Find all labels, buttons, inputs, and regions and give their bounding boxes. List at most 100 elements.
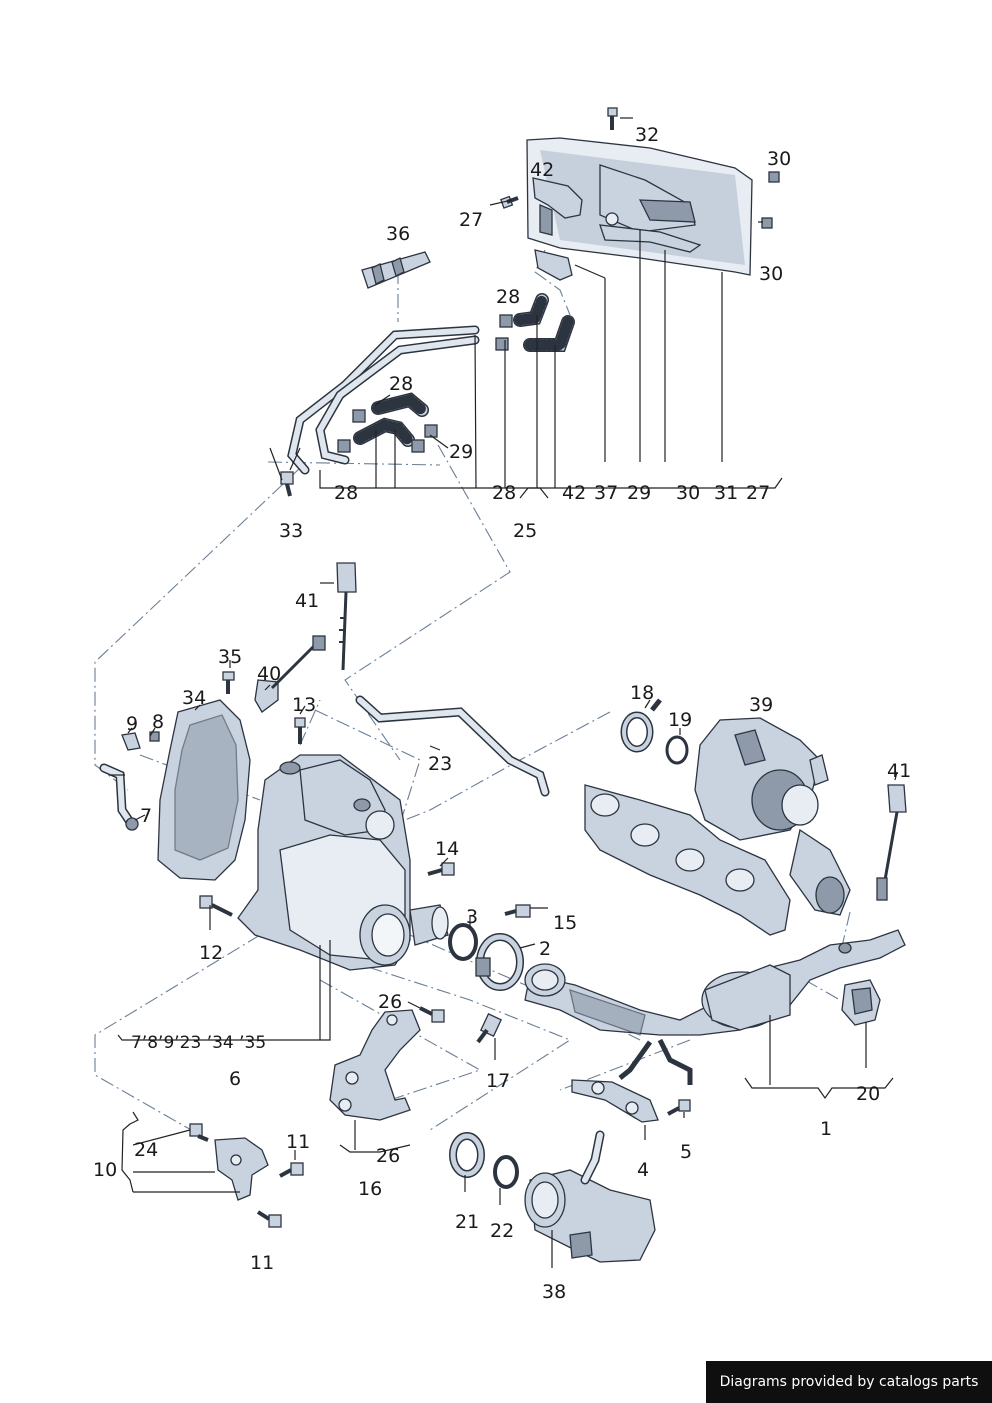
callout-22: 22 [490, 1220, 514, 1242]
callout-42: 42 [562, 482, 586, 504]
callout-34: 34 [182, 687, 206, 709]
callout-27: 27 [459, 209, 483, 231]
heat-shield-34 [157, 699, 251, 881]
bolt-8 [149, 731, 160, 742]
callout-5: 5 [680, 1141, 692, 1163]
callout-1: 1 [820, 1118, 832, 1140]
callout-41: 41 [887, 760, 911, 782]
callout-21: 21 [455, 1211, 479, 1233]
callout-14: 14 [435, 838, 459, 860]
callout-6: 6 [229, 1068, 241, 1090]
flange-opening [431, 906, 449, 940]
bolt-12 [199, 895, 233, 917]
clamp-18 [620, 698, 662, 753]
sensor-40 [254, 635, 326, 713]
callout-28: 28 [496, 286, 520, 308]
bolt-15 [504, 904, 531, 918]
pipe-assembly-25 [287, 325, 480, 475]
callout-31: 31 [714, 482, 738, 504]
heat-shield-panel [526, 137, 753, 276]
callout-37: 37 [594, 482, 618, 504]
gasket-4 [571, 1079, 659, 1123]
gasket-3 [448, 923, 478, 961]
bolt-11-upper [279, 1162, 304, 1178]
bolt-33 [280, 471, 294, 497]
callout-16: 16 [358, 1178, 382, 1200]
egr-valve-38 [524, 1130, 656, 1263]
bolt-11-lower [256, 1210, 282, 1228]
bolt-35 [222, 671, 235, 694]
callout-35: 35 [218, 646, 242, 668]
turbocharger-manifold [584, 717, 851, 936]
callout-11: 11 [286, 1131, 310, 1153]
lambda-probe-41-right [876, 784, 907, 901]
callout-19: 19 [668, 709, 692, 731]
bracket-37 [534, 249, 573, 281]
vacuum-hoses [353, 293, 575, 447]
callout-23: 23 [428, 753, 452, 775]
callout-7: 7 [140, 805, 152, 827]
holder-36 [361, 251, 431, 289]
bolt-14 [427, 862, 455, 876]
callout-12: 12 [199, 942, 223, 964]
clamp-21-inner [450, 1133, 484, 1177]
nut-30-top [768, 171, 780, 183]
callout-labels: 32 30 42 27 30 36 28 28 29 28 28 42 37 2… [93, 124, 911, 1303]
callout-30: 30 [759, 263, 783, 285]
callout-38: 38 [542, 1281, 566, 1303]
callout-4: 4 [637, 1159, 649, 1181]
callout-29: 29 [627, 482, 651, 504]
bracket-10 [214, 1137, 269, 1201]
callout-30: 30 [767, 148, 791, 170]
lambda-probe-41-left [336, 562, 357, 671]
callout-42: 42 [530, 159, 554, 181]
pressure-sender [532, 177, 583, 236]
bracket-16 [329, 1009, 421, 1121]
clamp-2-screw [475, 957, 491, 977]
callout-28: 28 [389, 373, 413, 395]
callout-2: 2 [539, 938, 551, 960]
callout-18: 18 [630, 682, 654, 704]
callout-28: 28 [334, 482, 358, 504]
callout-30: 30 [676, 482, 700, 504]
pipe-23 [355, 695, 550, 797]
callout-41: 41 [295, 590, 319, 612]
callout-36: 36 [386, 223, 410, 245]
footer-credit: Diagrams provided by catalogs parts [706, 1361, 992, 1403]
callout-9: 9 [126, 713, 138, 735]
callout-17: 17 [486, 1070, 510, 1092]
callout-26: 26 [376, 1145, 400, 1167]
gasket-19 [665, 735, 689, 765]
callout-6-included-parts: 7’8’9’23 ’34 ’35 [131, 1033, 266, 1053]
bolt-32 [607, 107, 618, 130]
callout-25: 25 [513, 520, 537, 542]
bolt-13 [294, 717, 306, 744]
clip-9 [121, 732, 141, 751]
callout-26: 26 [378, 991, 402, 1013]
callout-28: 28 [492, 482, 516, 504]
bolt-17 [476, 1013, 503, 1044]
callout-20: 20 [856, 1083, 880, 1105]
pipe-7 [99, 763, 139, 831]
callout-27: 27 [746, 482, 770, 504]
footer-credit-text: Diagrams provided by catalogs parts [719, 1374, 979, 1390]
bolt-26 [419, 1006, 445, 1023]
nut-30-bottom [761, 217, 773, 229]
catalytic-converter [237, 754, 411, 971]
callout-13: 13 [292, 694, 316, 716]
gasket-22 [493, 1155, 519, 1189]
callout-24: 24 [134, 1139, 158, 1161]
bracket-20 [841, 979, 881, 1026]
callout-29: 29 [449, 441, 473, 463]
exhaust-pipe-1 [524, 929, 906, 1085]
bolt-24 [189, 1123, 209, 1142]
callout-15: 15 [553, 912, 577, 934]
callout-3: 3 [466, 906, 478, 928]
callout-10: 10 [93, 1159, 117, 1181]
bolt-5 [667, 1099, 691, 1116]
callout-32: 32 [635, 124, 659, 146]
callout-40: 40 [257, 663, 281, 685]
callout-11: 11 [250, 1252, 274, 1274]
callout-33: 33 [279, 520, 303, 542]
